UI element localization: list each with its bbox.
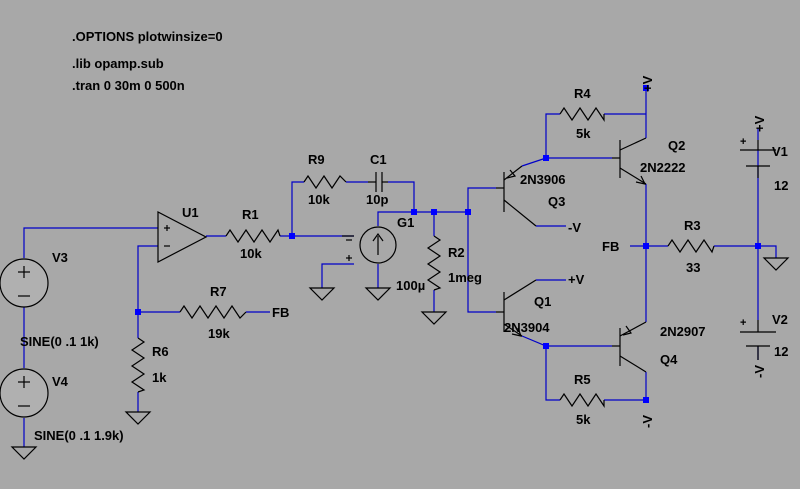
r9-label: R9 [308,152,325,167]
q3-label: Q3 [548,194,565,209]
v4-label: V4 [52,374,69,389]
r9-value: 10k [308,192,330,207]
v2-plus-sign: + [740,317,746,329]
q3-model: 2N3906 [520,172,566,187]
g1-label: G1 [397,215,414,230]
v2-supply-net: -V [752,365,767,378]
ground-icon [10,446,38,460]
v1-value: 12 [774,178,788,193]
fb-net-label-output: FB [602,239,619,254]
v3-value: SINE(0 .1 1k) [20,334,99,349]
battery-v2[interactable]: + [740,317,776,360]
r6-label: R6 [152,344,169,359]
ground-icon [364,287,392,301]
q3-collector-net: -V [568,220,581,235]
r3-label: R3 [684,218,701,233]
junction [755,243,761,249]
transistor-q4[interactable] [612,321,647,373]
c1-label: C1 [370,152,387,167]
r1-label: R1 [242,207,259,222]
v2-label: V2 [772,312,788,327]
r4-value: 5k [576,126,591,141]
resistor-r2[interactable] [426,235,442,291]
r7-value: 19k [208,326,230,341]
v1-supply-net: +V [752,115,767,132]
v1-plus-sign: + [740,136,746,148]
vccs-g1[interactable] [342,226,397,264]
r2-label: R2 [448,245,465,260]
transistor-q3[interactable] [496,165,537,227]
r3-value: 33 [686,260,700,275]
r5-value: 5k [576,412,591,427]
q1-collector-net: +V [568,272,585,287]
junction [643,85,649,91]
junction [431,209,437,215]
transistor-q2[interactable] [612,137,647,185]
u1-label: U1 [182,205,199,220]
v2-value: 12 [774,344,788,359]
q4-supply-net: -V [640,415,655,428]
battery-v1[interactable]: + [740,136,776,178]
r6-value: 1k [152,370,167,385]
r1-value: 10k [240,246,262,261]
voltage-source-v3[interactable] [0,258,49,308]
ground-icon [124,411,152,425]
q4-model: 2N2907 [660,324,706,339]
voltage-source-v4[interactable] [0,368,49,418]
resistor-r1[interactable] [225,228,281,244]
v4-value: SINE(0 .1 1.9k) [34,428,124,443]
resistor-r7[interactable] [179,304,247,320]
junction [643,397,649,403]
options-directive[interactable]: .OPTIONS plotwinsize=0 [72,29,223,44]
r4-label: R4 [574,86,591,101]
q2-model: 2N2222 [640,160,686,175]
ground-symbols [10,257,790,460]
junction [289,233,295,239]
junction [411,209,417,215]
g1-value: 100µ [396,278,425,293]
junction [465,209,471,215]
q2-supply-net: +V [640,75,655,92]
tran-directive[interactable]: .tran 0 30m 0 500n [72,78,185,93]
q4-label: Q4 [660,352,678,367]
ground-icon [420,311,448,325]
r7-label: R7 [210,284,227,299]
q1-model: 2N3904 [504,320,550,335]
wires [23,88,777,447]
junction [135,309,141,315]
ground-icon [308,287,336,301]
r2-value: 1meg [448,270,482,285]
junctions [135,85,761,403]
resistor-r4[interactable] [559,106,605,122]
resistor-r3[interactable] [667,238,715,254]
lib-directive[interactable]: .lib opamp.sub [72,56,164,71]
resistor-r5[interactable] [559,392,605,408]
resistor-r9[interactable] [303,174,347,190]
transistor-q1[interactable] [496,279,537,337]
r5-label: R5 [574,372,591,387]
ground-icon [762,257,790,271]
junction [543,343,549,349]
q1-label: Q1 [534,294,551,309]
c1-value: 10p [366,192,388,207]
capacitor-c1[interactable] [368,172,388,192]
junction [543,155,549,161]
v3-label: V3 [52,250,68,265]
fb-net-label-left: FB [272,305,289,320]
resistor-r6[interactable] [130,337,146,393]
v1-label: V1 [772,144,788,159]
junction [643,243,649,249]
q2-label: Q2 [668,138,685,153]
opamp-u1[interactable] [157,211,208,263]
